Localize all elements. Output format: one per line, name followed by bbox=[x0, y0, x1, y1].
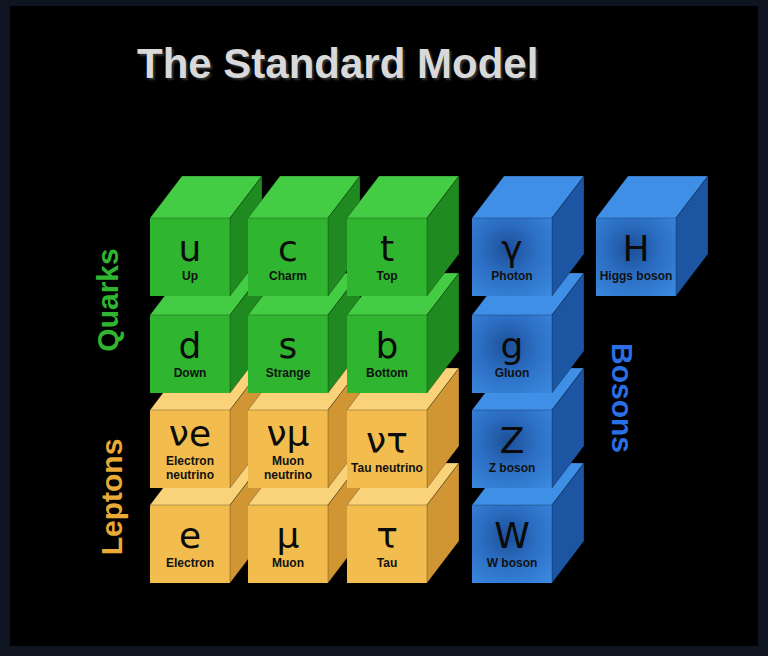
particle-name: Z boson bbox=[475, 462, 549, 476]
particle-cube: dDown bbox=[150, 315, 230, 393]
particle-cube: H Higgs boson bbox=[596, 218, 676, 296]
particle-name: Tau neutrino bbox=[350, 462, 424, 476]
particle-name: Up bbox=[153, 270, 227, 284]
particle-cube: uUp bbox=[150, 218, 230, 296]
particle-symbol: b bbox=[376, 328, 399, 364]
particle-cube: tTop bbox=[347, 218, 427, 296]
particle-cube: bBottom bbox=[347, 315, 427, 393]
particle-cube: sStrange bbox=[248, 315, 328, 393]
particle-name: Top bbox=[350, 270, 424, 284]
group-label: Quarks bbox=[93, 248, 123, 351]
particle-name: Photon bbox=[475, 270, 549, 284]
particle-symbol: s bbox=[279, 328, 298, 364]
particle-symbol: H bbox=[622, 231, 649, 267]
particle-cube: gGluon bbox=[472, 315, 552, 393]
particle-cube: νeElectron neutrino bbox=[150, 410, 230, 488]
background-panel: The Standard ModelQuarksLeptons Bosons uUp… bbox=[10, 6, 758, 646]
group-label: Bosons bbox=[607, 343, 637, 453]
cube-side-face bbox=[676, 176, 708, 296]
particle-symbol: νe bbox=[169, 416, 211, 452]
cube-side-face bbox=[552, 463, 584, 583]
particle-cube: W W boson bbox=[472, 505, 552, 583]
particle-name: Down bbox=[153, 367, 227, 381]
cube-side-face bbox=[427, 463, 459, 583]
particle-symbol: g bbox=[501, 328, 524, 364]
particle-cube: cCharm bbox=[248, 218, 328, 296]
particle-symbol: c bbox=[278, 231, 298, 267]
particle-symbol: Z bbox=[500, 423, 525, 459]
particle-cube: γPhoton bbox=[472, 218, 552, 296]
diagram-title: The Standard Model bbox=[137, 40, 538, 88]
particle-symbol: W bbox=[494, 518, 530, 554]
particle-name: Higgs boson bbox=[599, 270, 673, 284]
cube-faces bbox=[150, 176, 262, 296]
particle-symbol: t bbox=[380, 231, 394, 267]
particle-symbol: νμ bbox=[266, 416, 309, 452]
particle-name: W boson bbox=[475, 557, 549, 571]
particle-cube: νμMuon neutrino bbox=[248, 410, 328, 488]
particle-cube: τTau bbox=[347, 505, 427, 583]
particle-cube: μMuon bbox=[248, 505, 328, 583]
particle-cube: eElectron bbox=[150, 505, 230, 583]
particle-name: Muon bbox=[251, 557, 325, 571]
particle-name: Muon neutrino bbox=[251, 455, 325, 483]
particle-symbol: τ bbox=[376, 518, 398, 554]
particle-name: Charm bbox=[251, 270, 325, 284]
particle-name: Gluon bbox=[475, 367, 549, 381]
particle-name: Tau bbox=[350, 557, 424, 571]
particle-cube: Z Z boson bbox=[472, 410, 552, 488]
particle-symbol: γ bbox=[501, 231, 522, 267]
particle-symbol: u bbox=[179, 231, 202, 267]
particle-name: Electron bbox=[153, 557, 227, 571]
particle-symbol: e bbox=[179, 518, 201, 554]
particle-symbol: ντ bbox=[366, 423, 408, 459]
particle-cube: ντTau neutrino bbox=[347, 410, 427, 488]
particle-symbol: μ bbox=[277, 518, 300, 554]
particle-name: Strange bbox=[251, 367, 325, 381]
particle-name: Electron neutrino bbox=[153, 455, 227, 483]
particle-symbol: d bbox=[179, 328, 202, 364]
particle-name: Bottom bbox=[350, 367, 424, 381]
cube-faces bbox=[347, 176, 459, 296]
group-label: Leptons bbox=[97, 439, 127, 556]
